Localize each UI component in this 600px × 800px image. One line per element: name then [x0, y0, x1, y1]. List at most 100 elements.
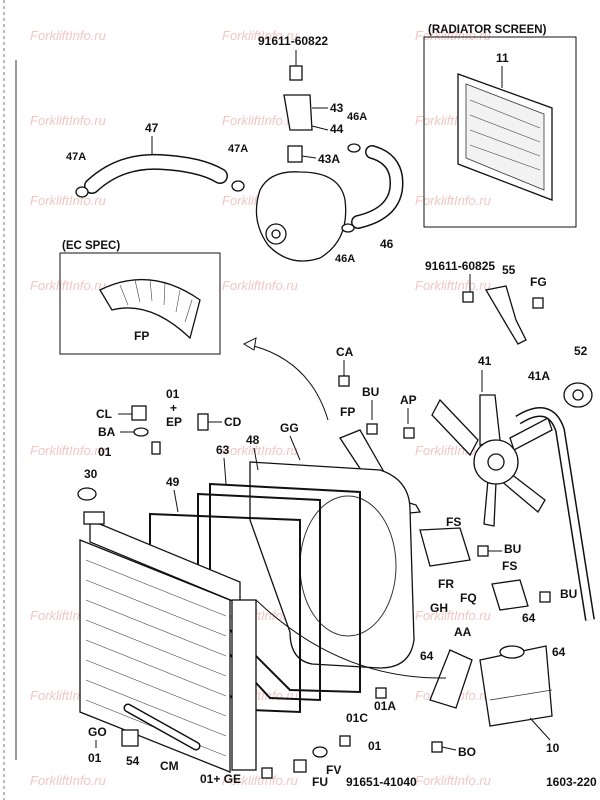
radiator: GO 01 54 CM [79, 511, 257, 773]
watermark: ForkliftInfo.ru [415, 28, 491, 43]
drain-cock [197, 413, 209, 431]
part-label-10: 10 [546, 741, 560, 755]
part-label-fs: FS [446, 515, 461, 529]
part-label-41a: 41A [528, 369, 550, 383]
part-label-gg: GG [280, 421, 299, 435]
watermark: ForkliftInfo.ru [30, 773, 106, 788]
bolt [289, 65, 303, 81]
bracket-group: 91611-60825 55 FG [425, 259, 547, 345]
cap-30 [77, 487, 97, 501]
part-label-ap: AP [400, 393, 417, 407]
part-label-aa: AA [454, 625, 472, 639]
bolt [375, 687, 387, 699]
bolt [462, 291, 474, 303]
part-label-55: 55 [502, 263, 516, 277]
part-label-01a: 01A [374, 699, 396, 713]
radiator-core [79, 539, 231, 773]
part-label-go: GO [88, 725, 107, 739]
bolt [366, 423, 378, 435]
part-label-cl: CL [96, 407, 112, 421]
part-label-64: 64 [522, 611, 536, 625]
watermark: ForkliftInfo.ru [415, 608, 491, 623]
reference-arrow [249, 344, 329, 421]
watermark: ForkliftInfo.ru [30, 193, 106, 208]
fan-guard-ec [99, 279, 201, 340]
bolt [539, 591, 551, 603]
part-label-11: 11 [496, 51, 509, 65]
bolt [151, 441, 161, 455]
part-label-bu: BU [362, 385, 379, 399]
plus-sign: + [170, 401, 177, 415]
part-label-gh: GH [430, 601, 448, 615]
radiator-screen-inset: (RADIATOR SCREEN) 11 [423, 24, 577, 228]
grommet-54 [121, 729, 139, 747]
part-label-fr: FR [438, 577, 454, 591]
shroud-body [249, 461, 415, 669]
part-label-01-go: 01 [88, 751, 102, 765]
watermark: ForkliftInfo.ru [30, 28, 106, 43]
part-label-ge: 01+ GE [200, 772, 241, 786]
overflow-tube [255, 599, 447, 679]
part-label-ep: EP [166, 415, 182, 429]
fan-blade [431, 398, 479, 457]
water-outlet [283, 94, 313, 131]
hose-clamp [347, 143, 361, 153]
washer [312, 746, 328, 758]
part-label-47: 47 [145, 121, 159, 135]
fan-blade [483, 479, 497, 527]
part-number-label: 91611-60822 [258, 34, 328, 48]
part-label-ba: BA [98, 425, 116, 439]
part-label-fp: FP [134, 329, 149, 343]
tank-bracket-aa [429, 649, 473, 709]
part-label-01-left: 01 [98, 445, 112, 459]
figure-number: 1603-220 [546, 775, 597, 789]
part-label-fv: FV [326, 763, 341, 777]
part-label-63: 63 [216, 443, 230, 457]
nut [293, 759, 307, 773]
bracket-55 [484, 285, 527, 345]
watermark: ForkliftInfo.ru [30, 113, 106, 128]
inset-frame [59, 252, 221, 355]
bracket-fs [419, 527, 471, 567]
bolt [532, 297, 544, 309]
part-label-01-bottom: 01 [368, 739, 382, 753]
watermark: ForkliftInfo.ru [415, 773, 491, 788]
watermark: ForkliftInfo.ru [222, 443, 298, 458]
watermark: ForkliftInfo.ru [222, 28, 298, 43]
water-pump-group: 91611-60822 43 44 43A 46A 46A 46 47 47A … [66, 34, 404, 265]
part-label-43: 43 [330, 101, 344, 115]
part-label-48: 48 [246, 433, 260, 447]
water-pump-body [255, 171, 347, 262]
filler-neck [83, 511, 105, 525]
part-label-49: 49 [166, 475, 180, 489]
bolt [338, 375, 350, 387]
part-label-47a-left: 47A [66, 151, 86, 163]
part-label-ca: CA [336, 345, 354, 359]
cap-cl [131, 405, 147, 421]
watermark: ForkliftInfo.ru [222, 278, 298, 293]
part-label-fu: FU [312, 775, 328, 789]
part-number-label: 91611-60825 [425, 259, 495, 273]
watermark: ForkliftInfo.ru [222, 113, 298, 128]
bottom-hardware: 01+ GE FU FV 01C 01A 01 91651-41040 [200, 687, 417, 789]
fan-blade [509, 417, 553, 451]
part-label-bo: BO [458, 745, 476, 759]
part-label-43a: 43A [318, 152, 340, 166]
part-number-label: 91651-41040 [346, 775, 417, 789]
thermostat [287, 145, 303, 163]
reservoir-group: 64 64 AA 64 10 BO [255, 599, 566, 759]
bolt [431, 741, 443, 753]
watermark: ForkliftInfo.ru [222, 773, 298, 788]
watermark: ForkliftInfo.ru [30, 278, 106, 293]
part-label-64-mid: 64 [420, 649, 434, 663]
inset-title: (RADIATOR SCREEN) [428, 24, 547, 36]
part-label-30: 30 [84, 467, 98, 481]
part-label-47a-right: 47A [228, 143, 248, 155]
bolt [477, 545, 489, 557]
watermark: ForkliftInfo.ru [415, 193, 491, 208]
part-label-54: 54 [126, 754, 140, 768]
part-label-46a-lower: 46A [335, 253, 355, 265]
watermark: ForkliftInfo.ru [30, 443, 106, 458]
part-label-cd: CD [224, 415, 242, 429]
part-label-fp: FP [340, 405, 355, 419]
